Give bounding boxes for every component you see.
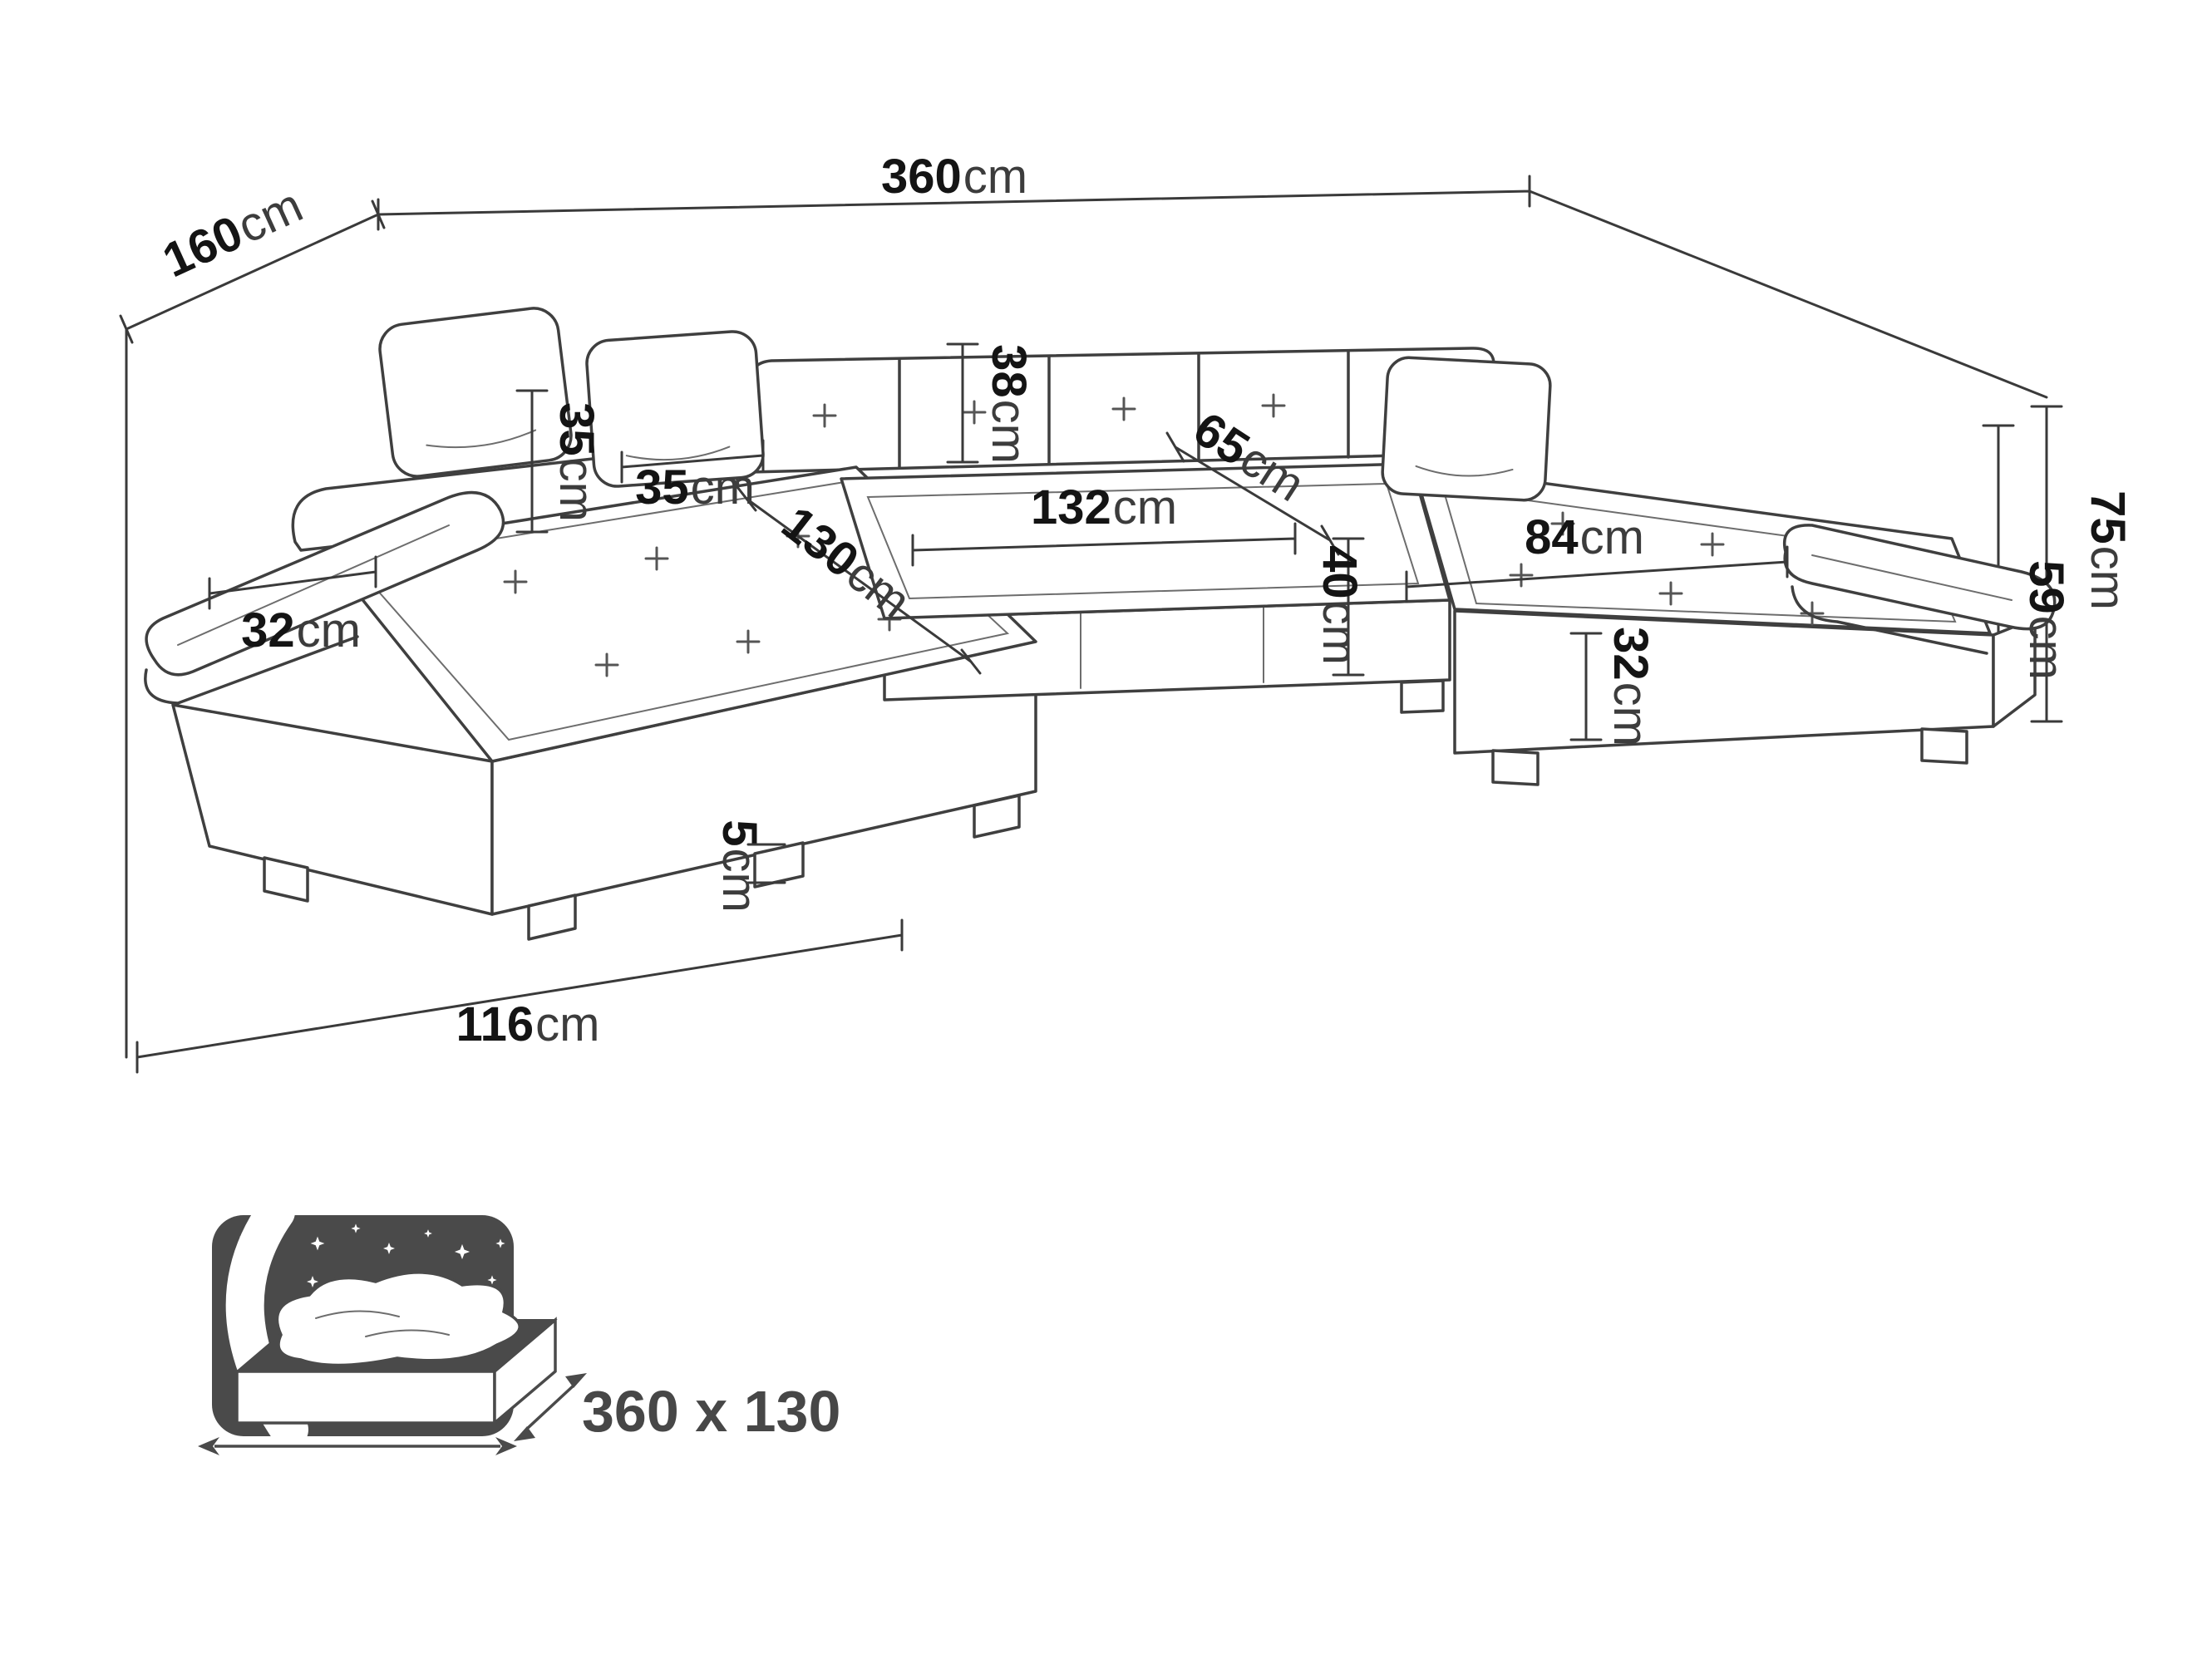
dimension-frame	[119, 175, 2063, 1074]
pillow-outline	[585, 330, 765, 488]
right-seat-seam	[1441, 487, 1957, 623]
detail-dimension-lines	[208, 342, 1789, 884]
dim-label-leg-height: 5cm	[712, 820, 766, 913]
left-armrest-seam	[177, 524, 450, 646]
sofa-leg	[1920, 727, 1968, 765]
center-front-seams	[1080, 607, 1264, 689]
left-armrest	[145, 490, 505, 677]
sofa-leg	[263, 856, 309, 903]
sofa-leg	[973, 794, 1021, 839]
right-armrest-seam	[1811, 554, 2012, 601]
pillow-right	[1381, 356, 1552, 502]
pillow-outline	[378, 307, 573, 478]
left-armrest-base	[171, 703, 494, 916]
dim-label-seat-height: 40cm	[1313, 545, 1367, 665]
dim-line-backrest-cushion-height	[946, 342, 979, 464]
dim-line-right-chaise-width	[1405, 545, 1789, 603]
dim-line-left-chaise-length	[736, 485, 982, 675]
sofa-leg	[753, 841, 805, 889]
left-chaise-seat	[323, 465, 1037, 763]
pillow-crease	[1415, 465, 1514, 477]
arrowhead-right	[495, 1437, 517, 1455]
mattress-side	[493, 1317, 557, 1426]
dim-line-left-armrest-width	[208, 555, 377, 610]
dim-line-cushion-width	[620, 439, 765, 484]
mattress-front	[235, 1370, 496, 1425]
blanket-creases	[315, 1310, 450, 1337]
right-chaise-front	[1453, 609, 1995, 755]
dim-label-left-chaise-front-width: 116cm	[456, 997, 600, 1051]
dim-label-cushion-height: 35cm	[549, 402, 603, 522]
pillow-outline	[1381, 356, 1552, 502]
dim-line-seat-depth	[1165, 431, 1340, 556]
sleeping-area-icon	[198, 1193, 587, 1455]
backrest-segment-dividers	[898, 350, 1350, 469]
dim-line-right-armrest-width	[1569, 632, 1603, 741]
sofa-leg	[1491, 749, 1540, 786]
dim-label-right-armrest-width: 32cm	[1604, 627, 1658, 746]
arrowhead-left	[198, 1437, 219, 1455]
dim-line-cushion-height	[515, 389, 549, 534]
sofa-drawing	[144, 307, 2057, 941]
left-seat-seam	[351, 480, 1010, 741]
dim-line-back-height	[2030, 405, 2063, 723]
right-armrest	[1783, 524, 2057, 631]
width-arrow	[198, 1437, 517, 1455]
center-seat-seam	[866, 482, 1420, 600]
dim-label-back-height: 75cm	[2081, 490, 2135, 610]
dim-label-backrest-cushion-height: 38cm	[982, 344, 1036, 464]
dim-label-right-chaise-width: 84cm	[1525, 510, 1644, 564]
dim-label-cushion-width: 35cm	[635, 460, 755, 514]
depth-arrow	[514, 1373, 587, 1441]
pillow-middle	[585, 330, 765, 488]
arrowhead-top	[565, 1373, 587, 1388]
dim-label-total-width: 360cm	[881, 150, 1027, 204]
pillow-left	[378, 307, 573, 478]
left-armrest-lower-roll	[144, 635, 359, 705]
dim-line-seat-height	[1332, 537, 1365, 677]
sofa-leg	[527, 893, 577, 941]
dim-label-center-seat-width: 132cm	[1031, 480, 1177, 534]
dim-label-armrest-height: 59cm	[2019, 560, 2073, 680]
dim-line-chaise-front-width	[135, 918, 904, 1074]
right-armrest-lower-roll	[1791, 585, 1988, 655]
dim-line-center-seat-width	[911, 522, 1297, 567]
sleeping-area-label: 360 x 130	[582, 1379, 840, 1444]
pillow-crease	[426, 429, 537, 449]
dim-label-total-depth: 160cm	[155, 178, 310, 288]
dim-line-leg-height	[746, 843, 786, 884]
right-wall-line	[1528, 190, 2048, 399]
pillow-crease	[625, 446, 731, 461]
sofa-legs	[263, 679, 1968, 941]
arrowhead-bottom	[514, 1426, 535, 1441]
dim-label-left-armrest-width: 32cm	[241, 603, 361, 657]
blanket	[275, 1271, 521, 1367]
center-seat	[840, 462, 1451, 620]
sofa-leg	[1400, 679, 1445, 714]
